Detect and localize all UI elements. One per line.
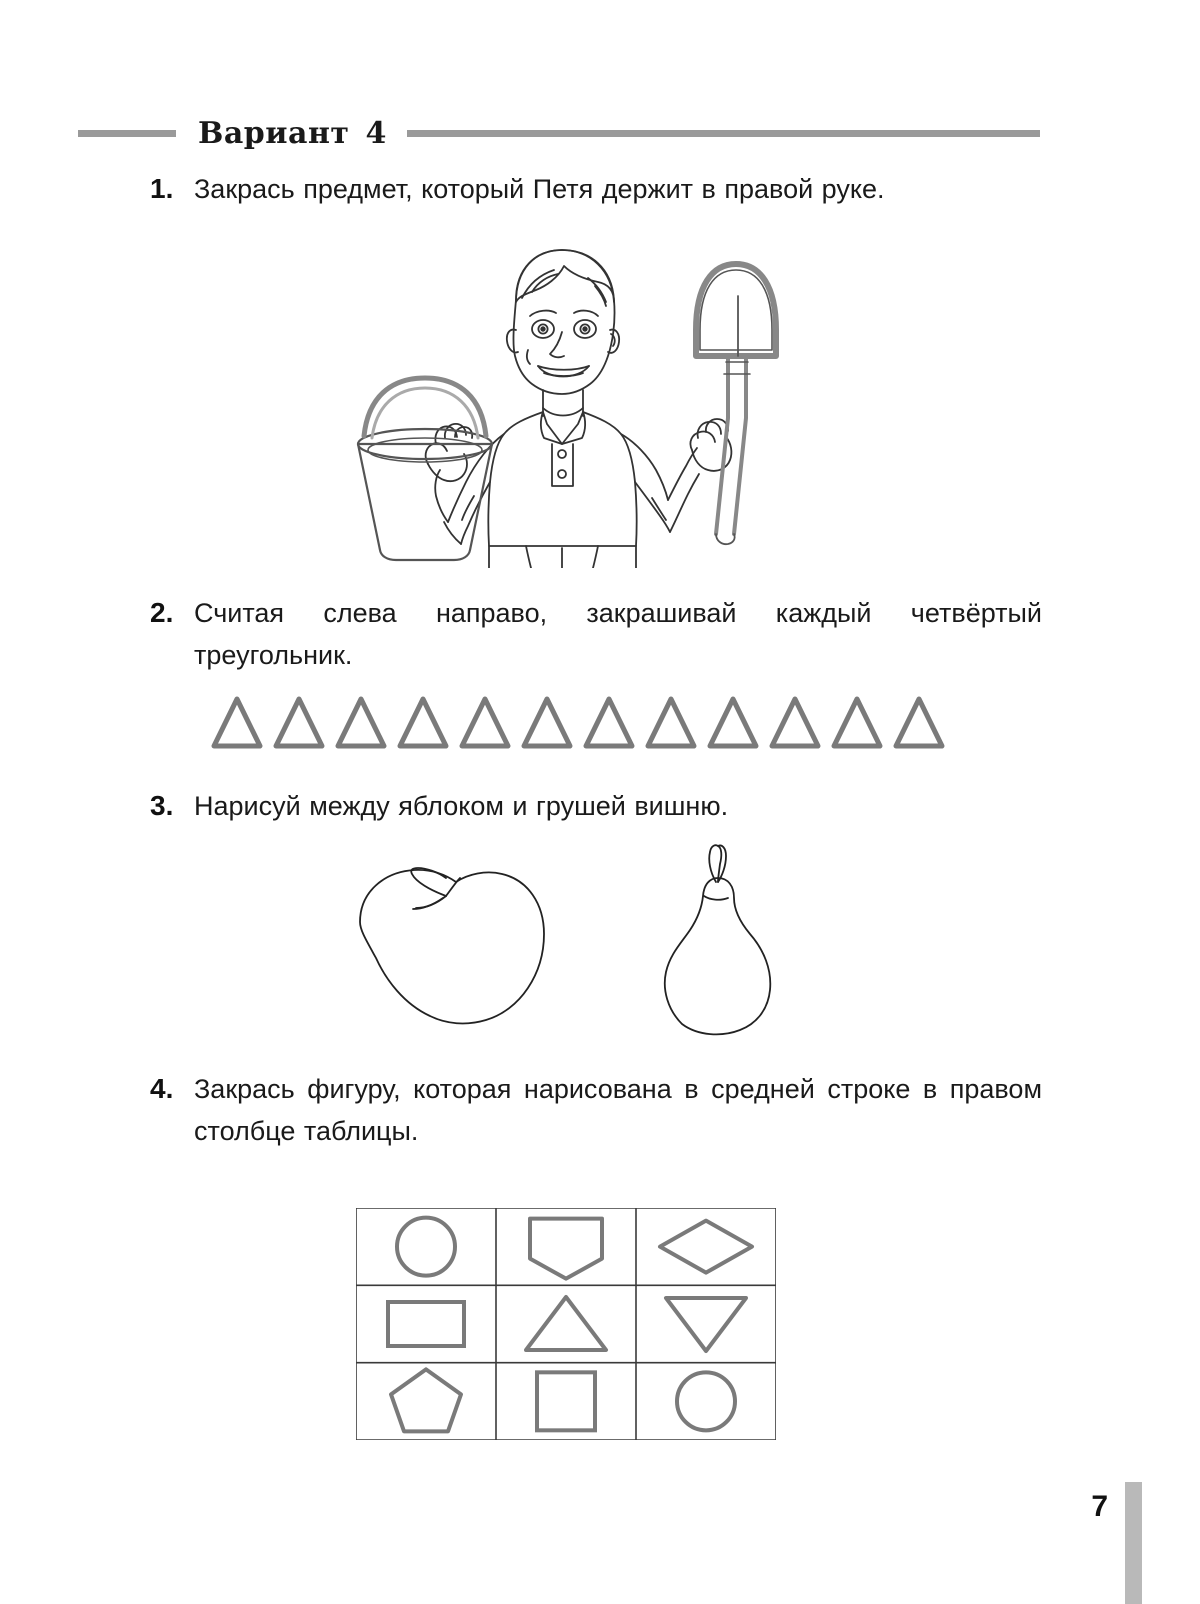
task-1: 1. Закрась предмет, который Петя держит … [150,168,1042,210]
task-1-text: Закрась предмет, который Петя держит в п… [194,174,885,204]
triangle-12[interactable] [893,696,945,749]
task-4-number: 4. [150,1073,174,1104]
fruits-illustration [300,838,860,1048]
triangle-4[interactable] [397,696,449,749]
triangle-2[interactable] [273,696,325,749]
cell-3-1-pentagon-up[interactable] [389,1367,463,1434]
triangle-11[interactable] [831,696,883,749]
triangle-3[interactable] [335,696,387,749]
page-title: Вариант 4 [198,116,387,151]
variant-number: 4 [365,115,387,151]
task-4-text: Закрась фигуру, которая нарисована в сре… [194,1074,1042,1146]
cell-2-2-triangle-up[interactable] [524,1295,608,1352]
header-rule-left [78,129,176,137]
cell-3-2-square[interactable] [535,1370,597,1433]
apple-shape [359,867,545,1025]
task-1-number: 1. [150,173,174,204]
cell-3-3-circle[interactable] [675,1370,737,1433]
triangle-5[interactable] [459,696,511,749]
page-number: 7 [1091,1490,1108,1523]
cell-2-1-rectangle[interactable] [386,1300,466,1348]
triangle-6[interactable] [521,696,573,749]
cell-1-1-circle[interactable] [395,1215,457,1278]
variant-label: Вариант [198,115,350,151]
triangle-row [200,688,990,758]
pear-shape [663,844,772,1036]
cell-2-3-triangle-down[interactable] [664,1296,748,1353]
shapes-table [356,1208,776,1440]
page-edge-bar [1125,1482,1142,1604]
triangle-1[interactable] [211,696,263,749]
triangle-10[interactable] [769,696,821,749]
triangle-9[interactable] [707,696,759,749]
cell-1-3-rhombus[interactable] [658,1218,754,1275]
header-rule-right [406,129,1040,137]
task-4: 4. Закрась фигуру, которая нарисована в … [150,1068,1042,1152]
task-2: 2. Считая слева направо, закрашивай кажд… [150,592,1042,676]
boy-illustration [340,238,780,568]
task-3-number: 3. [150,790,174,821]
task-2-number: 2. [150,597,174,628]
task-2-text: Считая слева направо, закрашивай каждый … [194,598,1042,670]
variant-header: Вариант 4 [78,112,1040,154]
triangle-7[interactable] [583,696,635,749]
cell-1-2-pentagon-down[interactable] [528,1216,604,1281]
task-3: 3. Нарисуй между яблоком и грушей вишню. [150,785,1042,827]
triangle-8[interactable] [645,696,697,749]
task-3-text: Нарисуй между яблоком и грушей вишню. [194,791,729,821]
